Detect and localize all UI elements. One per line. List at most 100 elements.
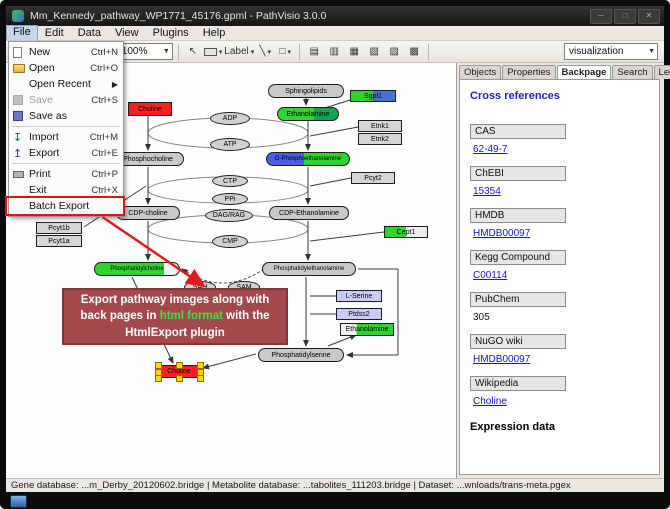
pathway-node-ethanolamine[interactable]: Ethanolamine	[340, 323, 394, 336]
pathway-node-pcyt1b[interactable]: Pcyt1b	[36, 222, 82, 234]
pathway-node-cmp[interactable]: CMP	[212, 235, 248, 248]
submenu-arrow-icon: ▶	[111, 79, 118, 89]
pathway-node-cept1[interactable]: Cept1	[384, 226, 428, 238]
pathway-node-ctp[interactable]: CTP	[212, 175, 248, 187]
chevron-down-icon: ▾	[218, 48, 223, 56]
file-menu-item-save-as[interactable]: Save as	[9, 108, 123, 124]
tab-backpage[interactable]: Backpage	[556, 65, 612, 79]
visualization-select[interactable]: visualization▼	[564, 43, 658, 60]
maximize-button[interactable]: □	[614, 8, 636, 24]
menu-view[interactable]: View	[114, 26, 139, 39]
menu-item-label: Exit	[29, 184, 47, 196]
common-height-icon: ▩	[409, 46, 419, 57]
file-menu-item-batch-export[interactable]: Batch Export	[9, 198, 123, 214]
pathway-node-sphingolipids[interactable]: Sphingolipids	[268, 84, 344, 98]
selection-handle[interactable]	[176, 362, 183, 369]
pathway-node-l-serine[interactable]: L-Serine	[336, 290, 382, 302]
align-vertical-icon[interactable]: ▥	[325, 43, 343, 60]
pathway-node-ptdss2[interactable]: Ptdss2	[336, 308, 382, 320]
pathway-node-pcyt2[interactable]: Pcyt2	[351, 172, 395, 184]
menu-shortcut: Ctrl+N	[90, 46, 118, 58]
minimize-button[interactable]: ─	[590, 8, 612, 24]
file-menu-item-open-recent[interactable]: Open Recent ▶	[9, 76, 123, 92]
tab-legend[interactable]: Legend	[653, 65, 670, 79]
selection-handle[interactable]	[197, 375, 204, 382]
datanode-tool-button	[203, 47, 217, 56]
menu-item-label: Print	[29, 168, 51, 180]
zoom-select[interactable]: 100%▼	[116, 43, 173, 60]
line-tool-button: ╲	[259, 46, 266, 57]
line-tool-button[interactable]: ╲▾	[256, 43, 274, 60]
menu-item-label: Save as	[29, 110, 67, 122]
xref-value-wikipedia[interactable]: Choline	[473, 396, 507, 407]
pathway-node-cdp-ethanolamine[interactable]: CDP-Ethanolamine	[269, 206, 349, 220]
label-tool-button[interactable]: Label▾	[224, 43, 254, 60]
close-button[interactable]: ✕	[638, 8, 660, 24]
node-label: DAG/RAG	[212, 212, 246, 219]
tab-properties[interactable]: Properties	[502, 65, 556, 79]
cross-references-heading: Cross references	[470, 90, 560, 102]
chevron-down-icon: ▾	[267, 48, 272, 56]
xref-value-chebi[interactable]: 15354	[473, 186, 501, 197]
menu-file[interactable]: File	[6, 24, 38, 42]
shape-tool-button[interactable]: □▾	[276, 43, 294, 60]
pathway-node-choline[interactable]: Choline	[128, 102, 172, 116]
menu-item-label: New	[29, 46, 51, 58]
menu-data[interactable]: Data	[77, 26, 101, 39]
pathway-node-cdp-choline[interactable]: CDP-choline	[116, 206, 180, 220]
pathway-node-o-phosphoethanolamine[interactable]: O-Phosphoethanolamine	[266, 152, 350, 166]
pathway-node-ethanolamine[interactable]: Ethanolamine	[277, 107, 339, 121]
pathway-node-sgpl1[interactable]: Sgpl1	[350, 90, 396, 102]
node-label: Ethanolamine	[345, 326, 389, 333]
common-height-icon[interactable]: ▩	[405, 43, 423, 60]
menu-item-label: Open Recent	[29, 78, 91, 90]
xref-value-nugo-wiki[interactable]: HMDB00097	[473, 354, 531, 365]
node-label: ADP	[222, 115, 238, 122]
title-bar[interactable]: Mm_Kennedy_pathway_WP1771_45176.gpml - P…	[6, 6, 664, 26]
pathway-node-pcyt1a[interactable]: Pcyt1a	[36, 235, 82, 247]
menu-plugins[interactable]: Plugins	[152, 26, 189, 39]
print-icon	[13, 170, 24, 178]
xref-value-cas[interactable]: 62-49-7	[473, 144, 508, 155]
selection-handle[interactable]	[155, 375, 162, 382]
menu-help[interactable]: Help	[202, 26, 226, 39]
align-horizontal-icon: ▤	[309, 46, 319, 57]
align-left-icon: ▦	[349, 46, 359, 57]
pathway-node-phosphatidylcholine[interactable]: Phosphatidylcholine	[94, 262, 180, 276]
menu-item-label: Import	[29, 131, 59, 143]
chevron-down-icon: ▾	[287, 48, 292, 56]
node-label: Phosphatidylethanolamine	[273, 266, 345, 272]
new-file-icon	[13, 46, 29, 58]
selection-handle[interactable]	[176, 375, 183, 382]
selection-tool-icon[interactable]: ↖	[184, 43, 202, 60]
pathway-node-phosphatidylethanolamine[interactable]: Phosphatidylethanolamine	[262, 262, 356, 276]
pathway-node-atp[interactable]: ATP	[210, 138, 250, 151]
xref-header-cas: CAS	[470, 124, 566, 139]
pathway-node-phosphocholine[interactable]: Phosphocholine	[112, 152, 184, 166]
pathway-node-dag-rag[interactable]: DAG/RAG	[205, 209, 253, 222]
window-frame-icon[interactable]	[10, 495, 27, 508]
tab-search[interactable]: Search	[612, 65, 653, 79]
xref-value-kegg-compound[interactable]: C00114	[473, 270, 508, 281]
pathway-node-adp[interactable]: ADP	[210, 112, 250, 125]
pathway-node-ppi[interactable]: PPi	[212, 193, 248, 205]
align-horizontal-icon[interactable]: ▤	[305, 43, 323, 60]
node-label: Ptdss2	[348, 310, 370, 318]
align-left-icon[interactable]: ▦	[345, 43, 363, 60]
file-menu-item-new[interactable]: New Ctrl+N	[9, 44, 123, 60]
tab-objects[interactable]: Objects	[459, 65, 502, 79]
common-width-icon[interactable]: ▨	[385, 43, 403, 60]
menu-edit[interactable]: Edit	[44, 26, 64, 39]
xref-value-hmdb[interactable]: HMDB00097	[473, 228, 531, 239]
pathway-node-etnk1[interactable]: Etnk1	[358, 120, 402, 132]
pathway-node-etnk2[interactable]: Etnk2	[358, 133, 402, 145]
datanode-tool-button[interactable]: ▾	[203, 43, 223, 60]
align-top-icon[interactable]: ▧	[365, 43, 383, 60]
pathway-node-phosphatidylserine[interactable]: Phosphatidylserine	[258, 348, 344, 362]
